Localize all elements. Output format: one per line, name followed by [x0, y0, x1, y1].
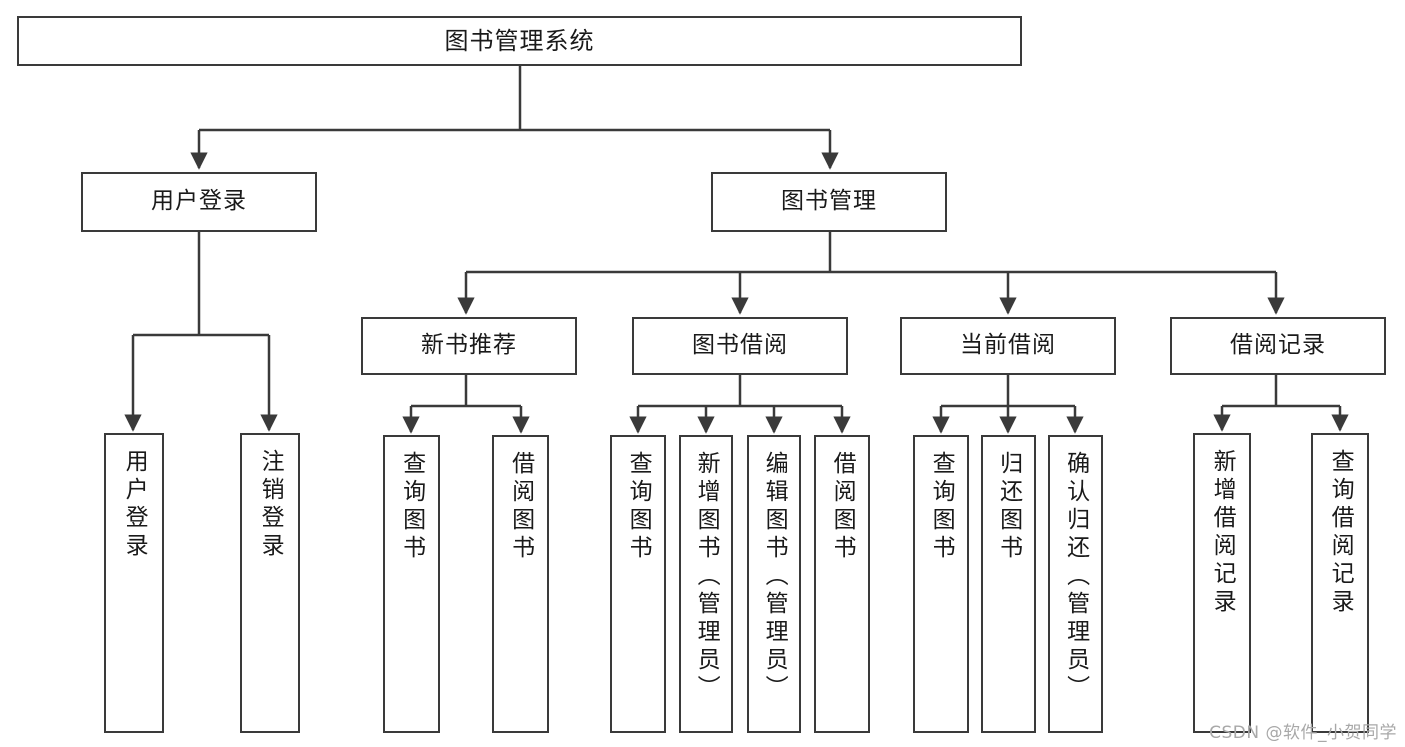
node-leaf-query-record[interactable]: 查询借阅记录 — [1311, 433, 1369, 733]
node-book-borrow[interactable]: 图书借阅 — [632, 317, 848, 375]
node-label: 编辑图书（管理员） — [761, 451, 788, 703]
node-label: 确认归还（管理员） — [1062, 451, 1089, 703]
node-label: 图书管理 — [781, 188, 877, 215]
node-leaf-confirm-return[interactable]: 确认归还（管理员） — [1048, 435, 1103, 733]
node-current-borrow[interactable]: 当前借阅 — [900, 317, 1116, 375]
node-label: 查询图书 — [625, 451, 652, 563]
node-label: 用户登录 — [151, 188, 247, 215]
node-label: 图书借阅 — [692, 332, 788, 359]
node-user-login[interactable]: 用户登录 — [81, 172, 317, 232]
node-leaf-add-record[interactable]: 新增借阅记录 — [1193, 433, 1251, 733]
node-borrow-record[interactable]: 借阅记录 — [1170, 317, 1386, 375]
node-leaf-borrow-book-2[interactable]: 借阅图书 — [814, 435, 870, 733]
node-leaf-edit-book[interactable]: 编辑图书（管理员） — [747, 435, 801, 733]
node-label: 图书管理系统 — [444, 26, 595, 55]
node-label: 借阅图书 — [507, 451, 534, 563]
node-leaf-user-login[interactable]: 用户登录 — [104, 433, 164, 733]
node-label: 注销登录 — [257, 449, 284, 561]
node-leaf-query-book-2[interactable]: 查询图书 — [610, 435, 666, 733]
node-label: 新书推荐 — [421, 332, 517, 359]
node-label: 归还图书 — [995, 451, 1022, 563]
node-root-system[interactable]: 图书管理系统 — [17, 16, 1022, 66]
csdn-watermark: CSDN @软件_小贺同学 — [1209, 723, 1397, 743]
node-label: 新增借阅记录 — [1209, 449, 1236, 617]
node-label: 借阅记录 — [1230, 332, 1326, 359]
node-leaf-return-book[interactable]: 归还图书 — [981, 435, 1036, 733]
node-leaf-borrow-book-1[interactable]: 借阅图书 — [492, 435, 549, 733]
node-leaf-query-book-1[interactable]: 查询图书 — [383, 435, 440, 733]
node-label: 查询借阅记录 — [1327, 449, 1354, 617]
node-label: 查询图书 — [398, 451, 425, 563]
node-label: 借阅图书 — [829, 451, 856, 563]
node-label: 查询图书 — [928, 451, 955, 563]
node-leaf-logout[interactable]: 注销登录 — [240, 433, 300, 733]
node-new-book-recommend[interactable]: 新书推荐 — [361, 317, 577, 375]
node-leaf-query-book-3[interactable]: 查询图书 — [913, 435, 969, 733]
node-leaf-add-book[interactable]: 新增图书（管理员） — [679, 435, 733, 733]
node-book-management[interactable]: 图书管理 — [711, 172, 947, 232]
node-label: 用户登录 — [121, 449, 148, 561]
node-label: 新增图书（管理员） — [693, 451, 720, 703]
node-label: 当前借阅 — [960, 332, 1056, 359]
